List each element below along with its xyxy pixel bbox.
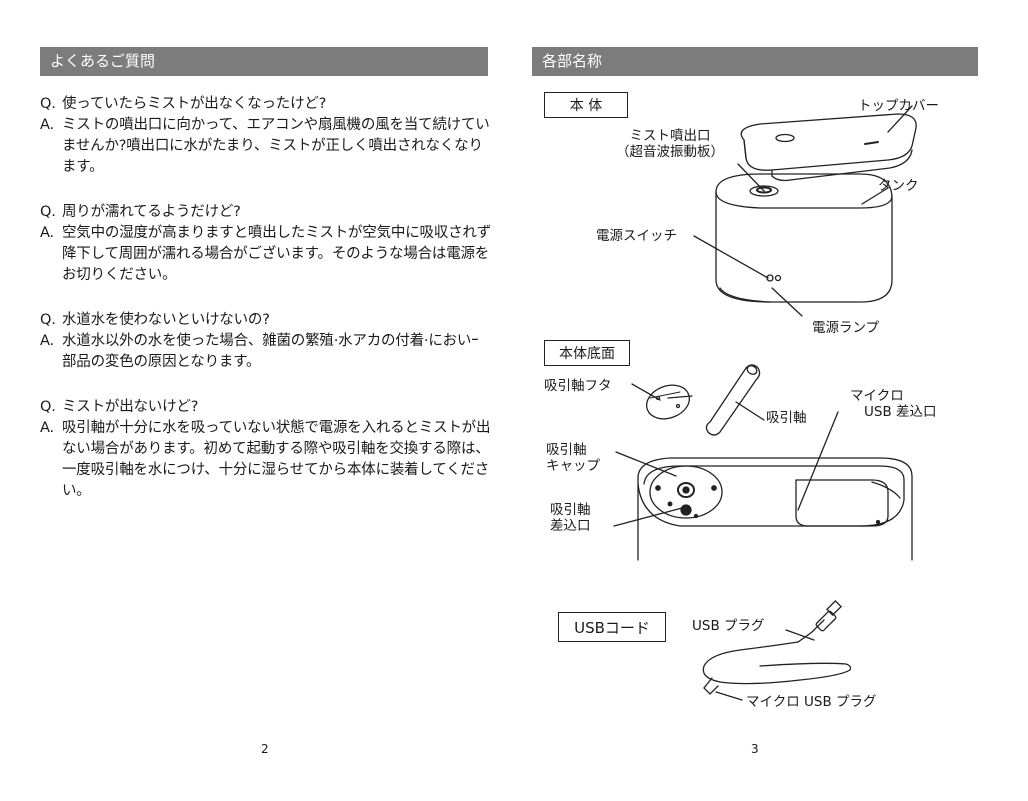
question-text: 周りが濡れてるようだけど? [62, 204, 241, 220]
faq-list: Q. 使っていたらミストが出なくなったけど? A. ミストの噴出口に向かって、エアコ… [40, 94, 492, 526]
question-text: 水道水を使わないといけないの? [62, 312, 270, 328]
q-prefix: Q. [40, 96, 56, 112]
label-mist-outlet: ミスト噴出口 （超音波振動板） [616, 128, 724, 160]
faq-answer: A. 水道水以外の水を使った場合、雑菌の繁殖·水アカの付着·においｰ部品の変色の原… [40, 331, 492, 373]
parts-header: 各部名称 [532, 47, 978, 76]
answer-text: 水道水以外の水を使った場合、雑菌の繁殖·水アカの付着·においｰ部品の変色の原因と… [62, 333, 479, 370]
page-number-right: 3 [751, 742, 759, 756]
label-wick-cap-line2: キャップ [546, 458, 600, 474]
answer-text: 空気中の湿度が高まりますと噴出したミストが空気中に吸収されず降下して周囲が濡れる… [62, 225, 491, 283]
faq-question: Q. ミストが出ないけど? [40, 397, 492, 418]
a-prefix: A. [40, 420, 54, 436]
usb-cord-illustration [702, 600, 852, 695]
label-wick-slot-line1: 吸引軸 [550, 502, 591, 518]
section-usb-cord-label: USBコード [558, 612, 666, 642]
label-micro-usb-port-line1: マイクロ [850, 388, 904, 404]
faq-answer: A. ミストの噴出口に向かって、エアコンや扇風機の風を当て続けていませんか?噴出口… [40, 115, 492, 178]
question-text: ミストが出ないけど? [62, 399, 199, 415]
q-prefix: Q. [40, 399, 56, 415]
faq-question: Q. 周りが濡れてるようだけど? [40, 202, 492, 223]
faq-item: Q. 使っていたらミストが出なくなったけど? A. ミストの噴出口に向かって、エアコ… [40, 94, 492, 178]
label-micro-usb-plug: マイクロ USB プラグ [746, 694, 877, 710]
label-power-lamp: 電源ランプ [812, 320, 880, 336]
page-number-left: 2 [261, 742, 269, 756]
question-text: 使っていたらミストが出なくなったけど? [62, 96, 327, 112]
faq-title: よくあるご質問 [50, 52, 156, 70]
wick-illustration [705, 364, 761, 436]
label-wick-cover: 吸引軸フタ [544, 378, 612, 394]
a-prefix: A. [40, 333, 54, 349]
faq-item: Q. 水道水を使わないといけないの? A. 水道水以外の水を使った場合、雑菌の繁殖·… [40, 310, 492, 373]
answer-text: 吸引軸が十分に水を吸っていない状態で電源を入れるとミストが出ない場合があります。… [62, 420, 491, 499]
faq-item: Q. 周りが濡れてるようだけど? A. 空気中の湿度が高まりますと噴出したミストが空… [40, 202, 492, 286]
section-body-label: 本 体 [544, 92, 628, 118]
a-prefix: A. [40, 117, 54, 133]
faq-item: Q. ミストが出ないけど? A. 吸引軸が十分に水を吸っていない状態で電源を入れると… [40, 397, 492, 502]
parts-diagram: 本 体 本体底面 USBコード トップカバー ミスト噴出口 （超音波振動板） タ… [520, 80, 1000, 720]
label-wick: 吸引軸 [766, 410, 807, 426]
label-micro-usb-port-line2: USB 差込口 [864, 404, 937, 420]
label-wick-cap-line1: 吸引軸 [546, 442, 587, 458]
label-usb-plug: USB プラグ [692, 618, 765, 634]
a-prefix: A. [40, 225, 54, 241]
top-cover-illustration [740, 113, 917, 182]
parts-illustration [613, 105, 917, 701]
label-mist-outlet-line2: （超音波振動板） [616, 144, 724, 160]
humidifier-body-illustration [715, 173, 893, 303]
faq-question: Q. 水道水を使わないといけないの? [40, 310, 492, 331]
q-prefix: Q. [40, 312, 56, 328]
label-micro-usb-port: マイクロ USB 差込口 [850, 388, 937, 420]
label-tank: タンク [878, 178, 919, 194]
section-bottom-label: 本体底面 [544, 340, 630, 366]
faq-header: よくあるご質問 [40, 47, 488, 76]
parts-title: 各部名称 [542, 52, 603, 70]
faq-question: Q. 使っていたらミストが出なくなったけど? [40, 94, 492, 115]
wick-cover-illustration [645, 384, 691, 420]
answer-text: ミストの噴出口に向かって、エアコンや扇風機の風を当て続けていませんか?噴出口に水… [62, 117, 490, 175]
faq-answer: A. 空気中の湿度が高まりますと噴出したミストが空気中に吸収されず降下して周囲が濡… [40, 223, 492, 286]
label-wick-slot: 吸引軸 差込口 [550, 502, 591, 534]
faq-answer: A. 吸引軸が十分に水を吸っていない状態で電源を入れるとミストが出ない場合がありま… [40, 418, 492, 502]
label-top-cover: トップカバー [858, 98, 939, 114]
label-wick-slot-line2: 差込口 [550, 518, 591, 534]
label-power-switch: 電源スイッチ [596, 228, 677, 244]
q-prefix: Q. [40, 204, 56, 220]
label-wick-cap: 吸引軸 キャップ [546, 442, 600, 474]
label-mist-outlet-line1: ミスト噴出口 [629, 128, 711, 144]
